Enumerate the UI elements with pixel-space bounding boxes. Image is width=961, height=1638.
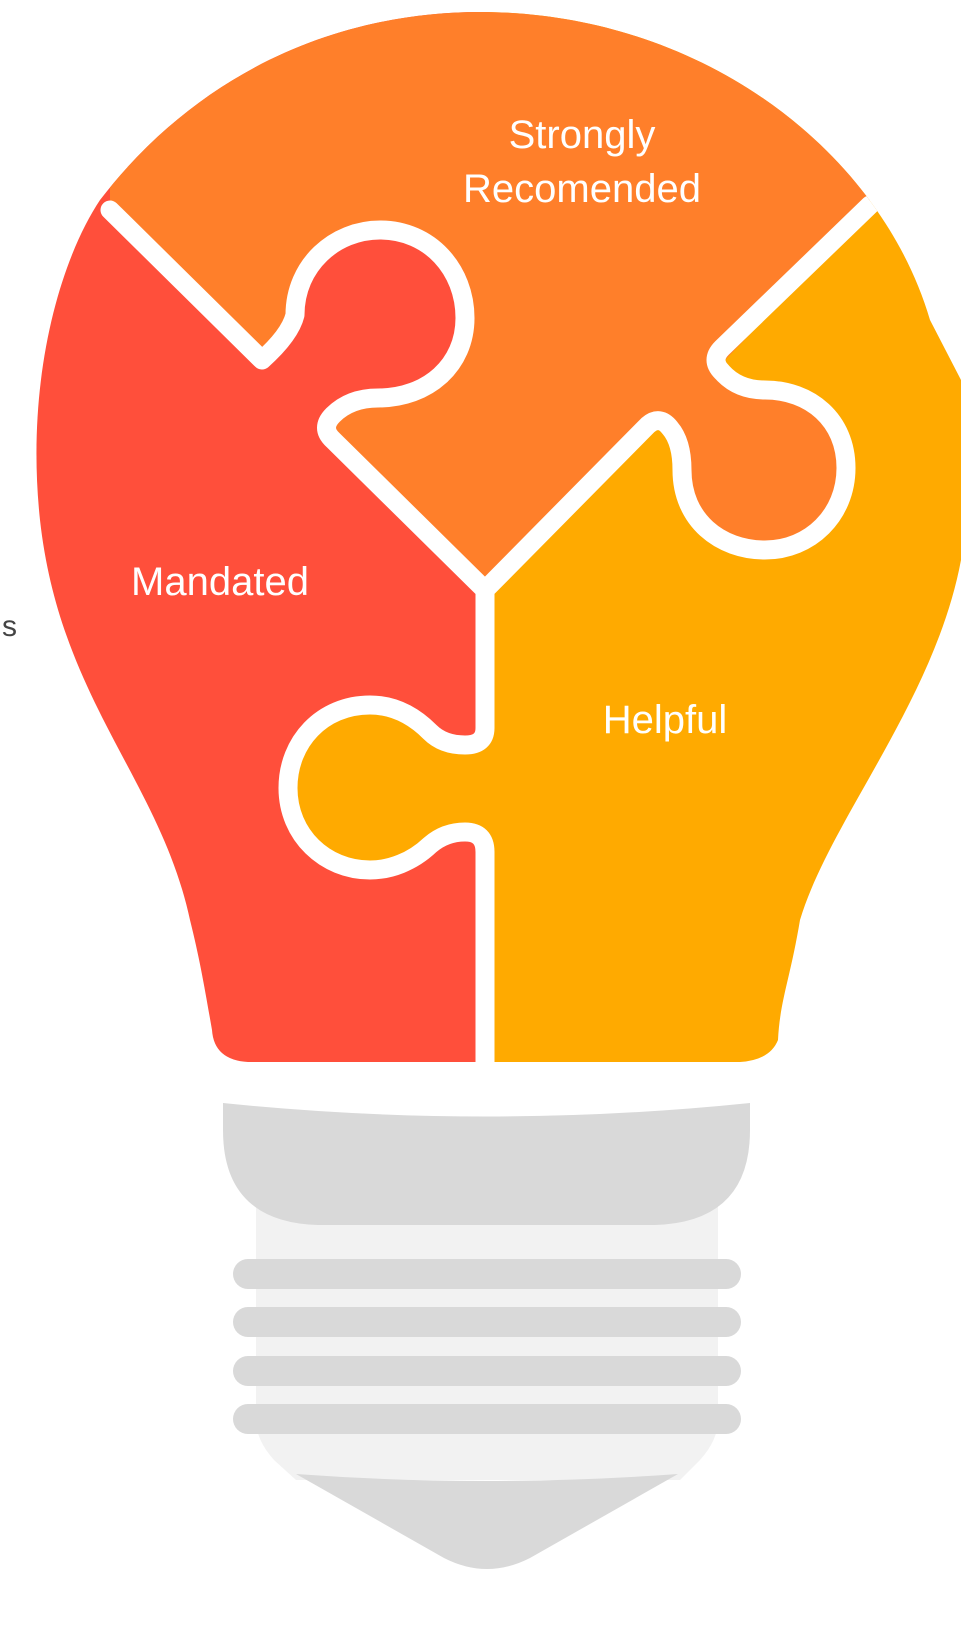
strongly-recommended-label-line1: Strongly xyxy=(509,113,656,157)
thread-4 xyxy=(233,1404,741,1434)
puzzle-seams xyxy=(100,195,880,1062)
bulb-cap xyxy=(223,1103,750,1225)
thread-3 xyxy=(233,1356,741,1386)
thread-1 xyxy=(233,1259,741,1289)
thread-2 xyxy=(233,1307,741,1337)
edge-text-fragment: s xyxy=(2,610,17,643)
strongly-recommended-label-line2: Recomended xyxy=(463,167,701,211)
bulb-base xyxy=(223,1103,750,1569)
bulb-tip xyxy=(296,1474,678,1569)
helpful-label: Helpful xyxy=(603,698,728,742)
mandated-label: Mandated xyxy=(131,560,309,604)
